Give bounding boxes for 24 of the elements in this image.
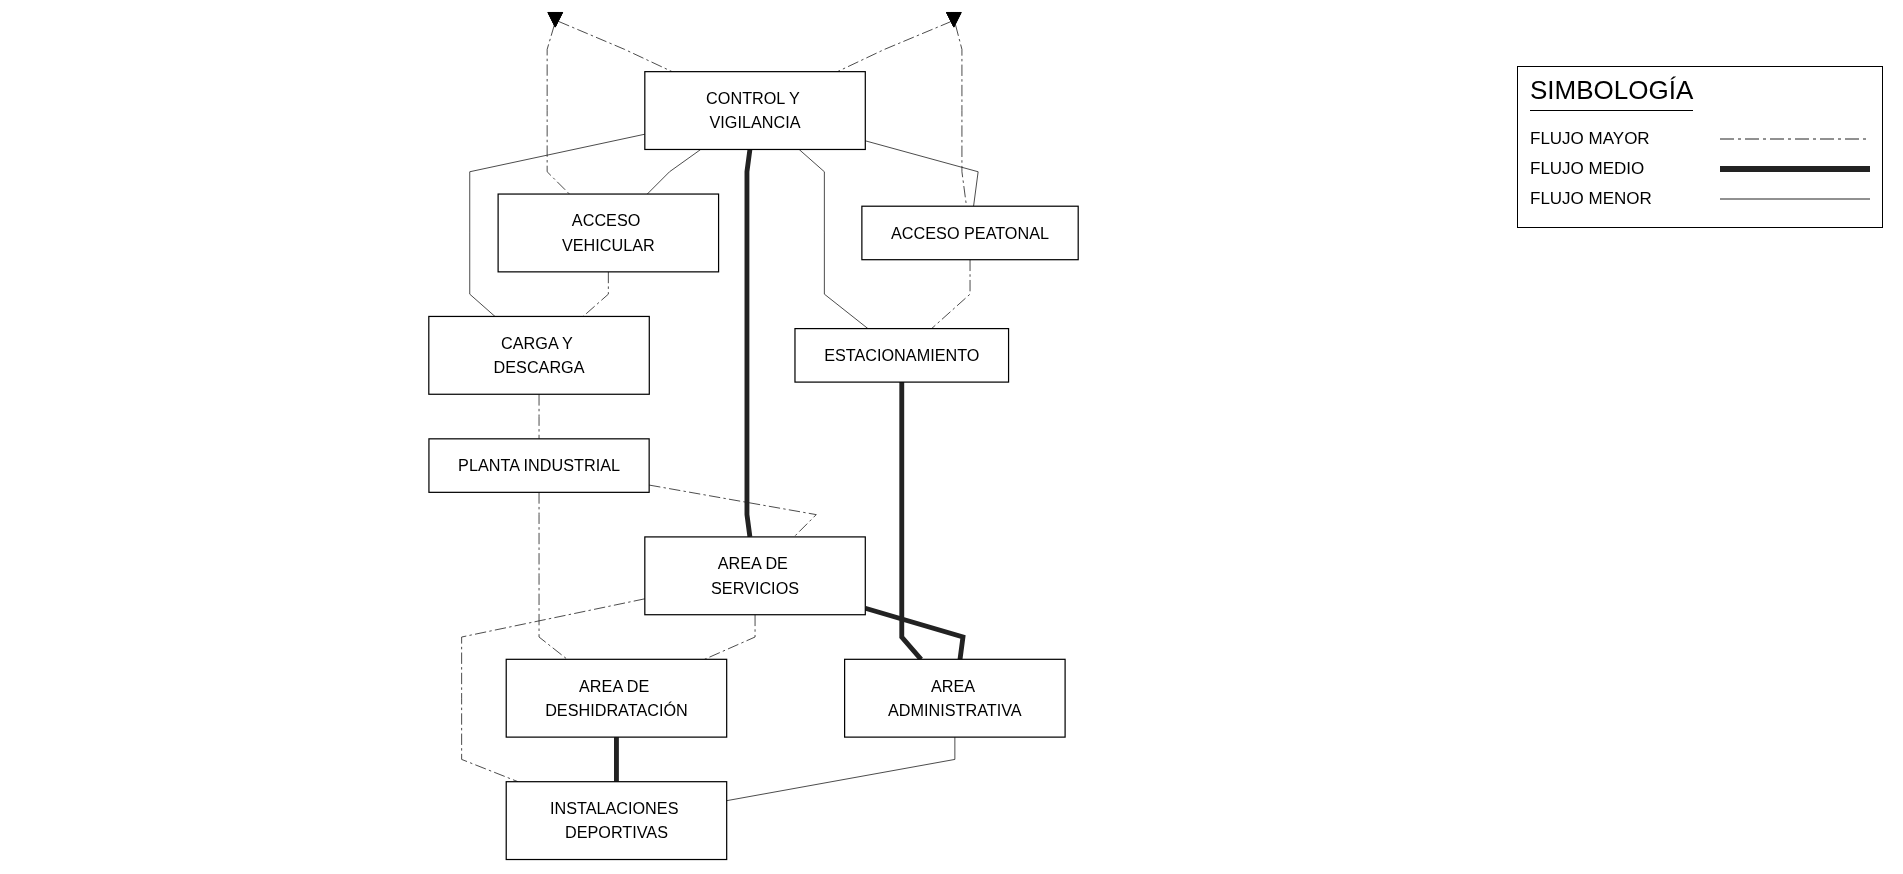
legend-text: FLUJO MENOR [1530, 189, 1652, 209]
connector [614, 737, 619, 782]
node-box: AREA ADMINISTRATIVA [844, 658, 1066, 738]
connector [546, 24, 570, 195]
legend-title: SIMBOLOGÍA [1530, 75, 1694, 111]
connector [726, 736, 956, 802]
connector [538, 491, 568, 660]
node-box: AREA DE SERVICIOS [644, 536, 866, 616]
connector [538, 393, 540, 440]
legend-text: FLUJO MAYOR [1530, 129, 1650, 149]
node-box: PLANTA INDUSTRIAL [428, 438, 650, 493]
node-box: ESTACIONAMIENTO [794, 328, 1010, 383]
node-box: CONTROL Y VIGILANCIA [644, 71, 866, 151]
node-box: ACCESO VEHICULAR [497, 193, 720, 273]
node-box: ACCESO PEATONAL [861, 205, 1079, 261]
connector [931, 259, 971, 329]
node-box: AREA DE DESHIDRATACIÓN [505, 658, 728, 738]
connector [646, 149, 702, 195]
legend-text: FLUJO MEDIO [1530, 159, 1645, 179]
connector [798, 149, 869, 329]
connector [899, 382, 923, 661]
connector [744, 149, 753, 538]
node-box: INSTALACIONES DEPORTIVAS [505, 781, 728, 861]
node-box: CARGA Y DESCARGA [428, 315, 650, 395]
